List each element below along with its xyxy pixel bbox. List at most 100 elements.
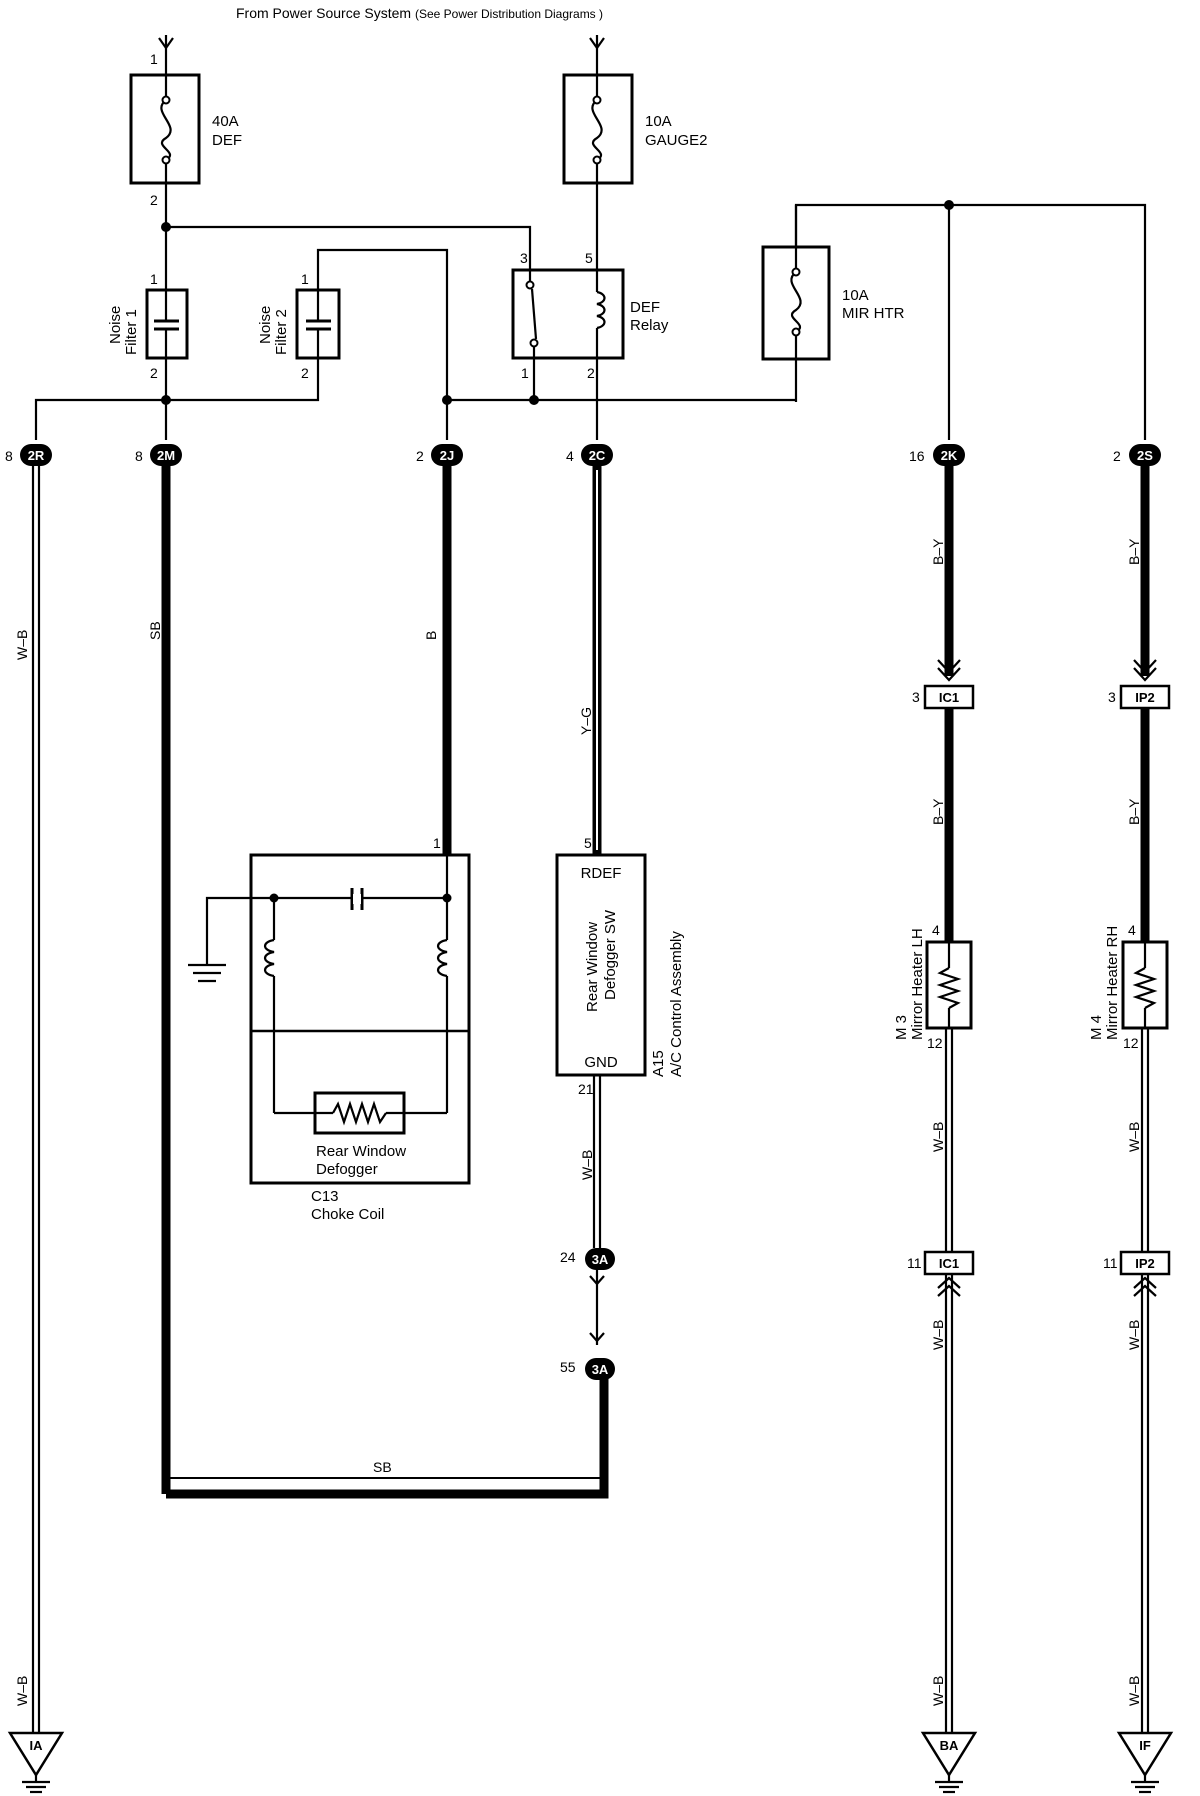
wire-2c-label: Y–G xyxy=(578,707,594,735)
svg-text:2M: 2M xyxy=(157,448,175,463)
connector-2c: 4 2C xyxy=(566,444,613,466)
svg-text:55: 55 xyxy=(560,1359,576,1375)
fuse-gauge-name: GAUGE2 xyxy=(645,132,708,149)
svg-text:3A: 3A xyxy=(592,1252,609,1267)
noise-filter-1: 1 Noise Filter 1 2 xyxy=(107,271,189,381)
svg-text:3: 3 xyxy=(520,250,528,266)
svg-text:W–B: W–B xyxy=(14,1676,30,1706)
svg-text:Mirror Heater RH: Mirror Heater RH xyxy=(1104,926,1121,1040)
svg-text:2C: 2C xyxy=(589,448,606,463)
def-relay: 3 5 DEF Relay 1 2 xyxy=(511,183,669,381)
wire-2m-sb: SB SB xyxy=(147,466,609,1499)
svg-text:Filter 1: Filter 1 xyxy=(123,309,140,355)
svg-text:B–Y: B–Y xyxy=(1126,538,1142,565)
svg-text:11: 11 xyxy=(1103,1255,1118,1271)
connector-2r: 8 2R xyxy=(5,444,52,466)
svg-text:GND: GND xyxy=(584,1054,618,1071)
svg-text:Defogger SW: Defogger SW xyxy=(602,909,619,1000)
a15-wire-label: W–B xyxy=(579,1150,595,1180)
junction-3a-top: 24 3A xyxy=(560,1248,615,1345)
svg-text:2: 2 xyxy=(416,448,424,464)
fuse-def-pin-2: 2 xyxy=(150,192,158,208)
svg-text:Rear Window: Rear Window xyxy=(584,922,601,1012)
wire-2r-ground: W–B W–B IA xyxy=(7,466,65,1794)
connector-2k: 16 2K xyxy=(909,444,965,466)
svg-text:3: 3 xyxy=(912,689,920,705)
svg-text:Choke Coil: Choke Coil xyxy=(311,1206,384,1223)
svg-text:Relay: Relay xyxy=(630,317,669,334)
svg-text:4: 4 xyxy=(566,448,574,464)
svg-text:8: 8 xyxy=(135,448,143,464)
svg-text:W–B: W–B xyxy=(930,1676,946,1706)
feed-arrow-gauge xyxy=(589,35,605,75)
svg-text:W–B: W–B xyxy=(1126,1320,1142,1350)
svg-text:2: 2 xyxy=(1113,448,1121,464)
svg-text:8: 8 xyxy=(5,448,13,464)
svg-text:W–B: W–B xyxy=(1126,1676,1142,1706)
fuse-mir-name: MIR HTR xyxy=(842,305,905,322)
svg-text:B–Y: B–Y xyxy=(930,798,946,825)
connector-2m: 8 2M xyxy=(135,444,182,466)
fuse-10a-gauge2: 10A GAUGE2 xyxy=(562,73,708,185)
svg-text:SB: SB xyxy=(147,621,163,640)
svg-text:W–B: W–B xyxy=(1126,1122,1142,1152)
svg-text:2: 2 xyxy=(150,365,158,381)
fuse-def-name: DEF xyxy=(212,132,242,149)
svg-text:1: 1 xyxy=(301,271,309,287)
svg-text:IC1: IC1 xyxy=(939,690,959,705)
svg-text:BA: BA xyxy=(940,1738,959,1753)
svg-text:1: 1 xyxy=(150,271,158,287)
svg-text:Filter 2: Filter 2 xyxy=(273,309,290,355)
svg-text:C13: C13 xyxy=(311,1188,339,1205)
noise-filter-2: 1 Noise Filter 2 2 xyxy=(257,271,341,381)
svg-text:DEF: DEF xyxy=(630,299,660,316)
svg-text:A/C Control Assembly: A/C Control Assembly xyxy=(668,931,685,1077)
fuse-40a-def: 1 40A DEF 2 xyxy=(129,51,242,208)
svg-text:IF: IF xyxy=(1139,1738,1151,1753)
svg-text:IA: IA xyxy=(30,1738,44,1753)
svg-text:IP2: IP2 xyxy=(1135,1256,1155,1271)
svg-text:5: 5 xyxy=(584,835,592,851)
fuse-mir-rating: 10A xyxy=(842,287,869,304)
svg-text:4: 4 xyxy=(1128,922,1136,938)
svg-text:16: 16 xyxy=(909,448,925,464)
bus-junction-dot xyxy=(944,200,954,210)
svg-text:12: 12 xyxy=(927,1035,943,1051)
svg-text:2R: 2R xyxy=(28,448,45,463)
svg-text:2: 2 xyxy=(301,365,309,381)
choke-coil-c13: 1 Rear Window Defogger C13 Choke Coil xyxy=(188,835,471,1223)
ac-control-a15: 5 RDEF Rear Window Defogger SW GND A15 A… xyxy=(555,835,685,1097)
svg-text:3A: 3A xyxy=(592,1362,609,1377)
svg-text:Noise: Noise xyxy=(257,306,274,344)
svg-text:3: 3 xyxy=(1108,689,1116,705)
wire-2j-label: B xyxy=(423,631,439,640)
fuse-gauge-rating: 10A xyxy=(645,113,672,130)
svg-text:SB: SB xyxy=(373,1459,392,1475)
connector-2j: 2 2J xyxy=(416,444,463,466)
svg-text:A15: A15 xyxy=(650,1050,667,1077)
mirror-heater-rh-circuit: B–Y 3 IP2 B–Y 4 M 4 Mirror Heater RH 12 … xyxy=(1088,466,1174,1794)
svg-text:Rear Window: Rear Window xyxy=(316,1143,406,1160)
feed-arrow-def xyxy=(158,35,174,75)
svg-text:IC1: IC1 xyxy=(939,1256,959,1271)
fuse-10a-mir-htr: 10A MIR HTR xyxy=(761,205,905,402)
fuse-def-rating: 40A xyxy=(212,113,239,130)
svg-text:B–Y: B–Y xyxy=(1126,798,1142,825)
svg-text:W–B: W–B xyxy=(930,1122,946,1152)
svg-text:2: 2 xyxy=(587,365,595,381)
svg-text:Noise: Noise xyxy=(107,306,124,344)
svg-text:21: 21 xyxy=(578,1081,594,1097)
svg-text:W–B: W–B xyxy=(930,1320,946,1350)
mirror-heater-lh-circuit: B–Y 3 IC1 B–Y 4 M 3 Mirror Heater LH 12 … xyxy=(893,466,978,1794)
svg-text:12: 12 xyxy=(1123,1035,1139,1051)
svg-text:2J: 2J xyxy=(440,448,454,463)
svg-text:W–B: W–B xyxy=(14,630,30,660)
svg-text:M 4: M 4 xyxy=(1088,1015,1105,1040)
junction-3a-bottom: 55 3A xyxy=(560,1358,615,1380)
svg-text:IP2: IP2 xyxy=(1135,690,1155,705)
svg-text:2S: 2S xyxy=(1137,448,1153,463)
svg-text:11: 11 xyxy=(907,1255,922,1271)
svg-text:Defogger: Defogger xyxy=(316,1161,378,1178)
svg-text:Mirror Heater LH: Mirror Heater LH xyxy=(909,928,926,1040)
